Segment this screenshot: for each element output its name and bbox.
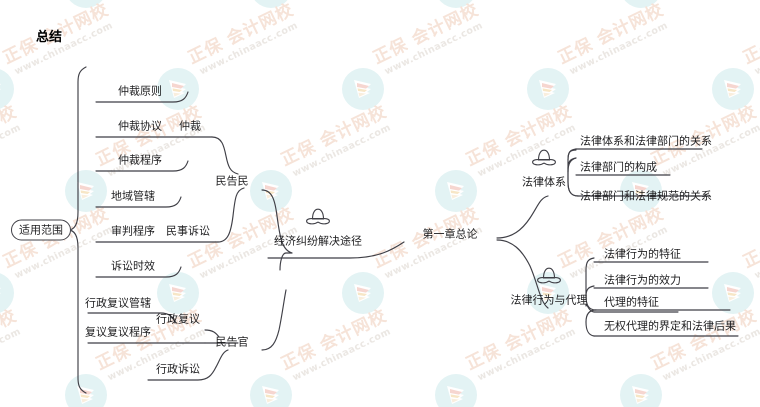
page-title: 总结 xyxy=(36,30,63,45)
bowler-hat-icon xyxy=(530,147,558,169)
node-applicable-scope[interactable]: 适用范围 xyxy=(11,219,71,241)
node-group-arbitration[interactable]: 仲裁 xyxy=(179,119,201,133)
node-leaf-arbitration-1[interactable]: 仲裁协议 xyxy=(118,119,162,133)
node-leaf-civil-litigation-2[interactable]: 诉讼时效 xyxy=(111,259,155,273)
node-leaf-arbitration-2[interactable]: 仲裁程序 xyxy=(118,153,162,167)
node-leaf-legal-act-agency-2[interactable]: 代理的特征 xyxy=(604,295,659,309)
node-leaf-admin-review-0[interactable]: 行政复议管辖 xyxy=(85,296,151,310)
node-applicable-scope-label: 适用范围 xyxy=(11,219,71,241)
node-leaf-legal-act-agency-3[interactable]: 无权代理的界定和法律后果 xyxy=(604,319,736,333)
node-leaf-legal-act-agency-1[interactable]: 法律行为的效力 xyxy=(604,273,681,287)
node-leaf-arbitration-0[interactable]: 仲裁原则 xyxy=(118,84,162,98)
node-group-citizen-vs-citizen[interactable]: 民告民 xyxy=(215,174,249,188)
node-group-admin-litigation[interactable]: 行政诉讼 xyxy=(156,362,200,376)
node-branch-economic-dispute[interactable]: 经济纠纷解决途径 xyxy=(274,234,362,248)
node-leaf-legal-system-1[interactable]: 法律部门的构成 xyxy=(580,160,657,174)
bowler-hat-icon xyxy=(535,265,563,287)
node-group-citizen-vs-official[interactable]: 民告官 xyxy=(215,335,249,349)
node-root-chapter-one[interactable]: 第一章总论 xyxy=(422,227,478,241)
node-branch-legal-act-agency[interactable]: 法律行为与代理 xyxy=(510,293,588,307)
node-leaf-legal-act-agency-0[interactable]: 法律行为的特征 xyxy=(604,247,681,261)
bowler-hat-icon xyxy=(304,206,332,228)
node-leaf-civil-litigation-1[interactable]: 审判程序 xyxy=(111,224,155,238)
node-group-civil-litigation[interactable]: 民事诉讼 xyxy=(166,224,210,238)
node-leaf-legal-system-0[interactable]: 法律体系和法律部门的关系 xyxy=(580,134,712,148)
node-leaf-legal-system-2[interactable]: 法律部门和法律规范的关系 xyxy=(580,189,712,203)
node-leaf-admin-review-1[interactable]: 复议复议程序 xyxy=(85,325,151,339)
node-group-admin-review[interactable]: 行政复议 xyxy=(156,312,200,326)
node-branch-legal-system[interactable]: 法律体系 xyxy=(522,175,566,189)
node-leaf-civil-litigation-0[interactable]: 地域管辖 xyxy=(111,189,155,203)
